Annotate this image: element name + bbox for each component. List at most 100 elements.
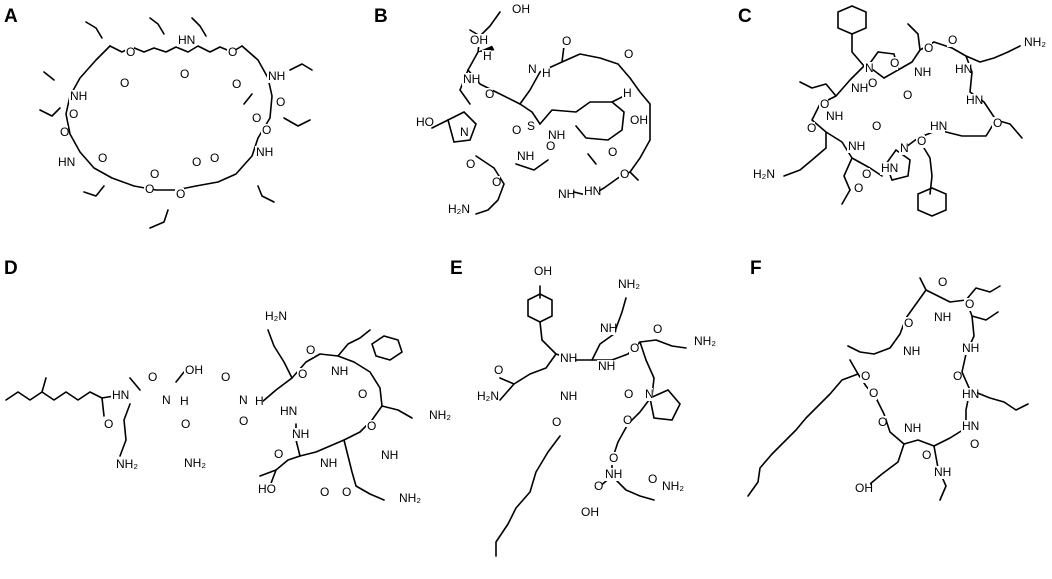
atom-label: O [924,41,933,55]
atom-label: O [854,181,863,195]
atom-label-bg [144,183,153,196]
atom-label: S [527,119,535,133]
atom-label: O [98,151,107,165]
atom-label: O [367,419,376,433]
atom-label: O [624,387,633,401]
atom-label-bg [819,98,828,111]
atom-label-bg [864,62,873,75]
atom-label-bg [366,420,375,433]
atom-label-bg [961,420,977,433]
atom-label-bg [147,371,156,384]
atom-label-bg [619,168,628,181]
atom-label-bg [59,126,68,139]
atom-label: O [965,297,974,311]
atom-label: O [608,145,617,159]
atom-label-bg [854,482,870,495]
atom-label: OH [534,264,552,278]
atom-label-bg [465,158,474,171]
atom-label-bg [462,73,478,86]
atom-label-bg [992,117,1001,130]
atom-label-bg [847,140,863,153]
panel-b-label: B [374,6,388,27]
atom-label-bg [825,110,841,123]
atom-label: NH [914,65,931,79]
atom-label-bg [880,162,896,175]
atom-label: O [807,121,816,135]
atom-label: O [903,88,912,102]
atom-label: O [126,45,135,59]
atom-label-bg [607,146,616,159]
atom-label: NH [331,364,348,378]
atom-label: NH [962,341,979,355]
atom-label: HO [258,482,276,496]
atom-label-bg [916,135,925,148]
atom-label: NH [605,467,622,481]
atom-label: NH [70,89,87,103]
atom-label-bg [191,156,200,169]
atom-label-bg [526,120,535,133]
atom-label: NH [560,351,577,365]
atom-label: O [485,87,494,101]
atom-label-bg [964,298,973,311]
atom-label-bg [527,63,536,76]
atom-label: H₂N [265,309,287,323]
atom-label: O [466,157,475,171]
atom-label: O [494,363,503,377]
atom-label-bg [961,388,977,401]
atom-label: O [306,343,315,357]
atom-label: O [623,413,632,427]
panel-f-bonds [747,277,1029,501]
atom-label: N [528,62,537,76]
atom-label-bg [491,176,500,189]
atom-label: NH₂ [662,479,684,493]
atom-label-bg [257,483,273,496]
atom-label: HN [280,404,297,418]
panel-c-label: C [738,6,752,27]
atom-label-bg [850,82,866,95]
atom-label-bg [184,364,200,377]
atom-label-bg [647,473,656,486]
atom-label: OH [512,2,530,16]
atom-label-bg [629,342,638,355]
atom-label-bg [604,468,620,481]
atom-label: O [653,322,662,336]
atom-label: NH [320,456,337,470]
atom-label-bg [380,449,396,462]
atom-label: O [552,415,561,429]
atom-label: HN [881,161,898,175]
atom-label-bg [903,422,919,435]
panel-a-bonds [39,17,313,229]
atom-label: O [948,33,957,47]
atom-label-bg [545,140,554,153]
atom-label-bg [629,114,645,127]
atom-label: O [861,369,870,383]
atom-label-bg [183,457,206,470]
atom-label: NH₂ [184,456,206,470]
atom-label: O [252,111,261,125]
atom-label-bg [806,122,815,135]
atom-label: O [869,386,878,400]
atom-label-bg [341,486,350,499]
atom-label: O [872,119,881,133]
atom-label-bg [305,344,314,357]
atom-label: NH [851,81,868,95]
atom-label-bg [319,486,328,499]
atom-label: H₂N [448,202,470,216]
atom-label-bg [1023,36,1046,49]
atom-label-bg [209,152,218,165]
atom-label-bg [220,371,229,384]
atom-label-bg [954,63,970,76]
atom-label: NH₂ [399,491,421,505]
atom-label-bg [961,342,977,355]
atom-label: NH [292,427,309,441]
panel-d-label: D [4,258,18,279]
atom-label-bg [929,120,945,133]
atom-label-bg [231,78,240,91]
